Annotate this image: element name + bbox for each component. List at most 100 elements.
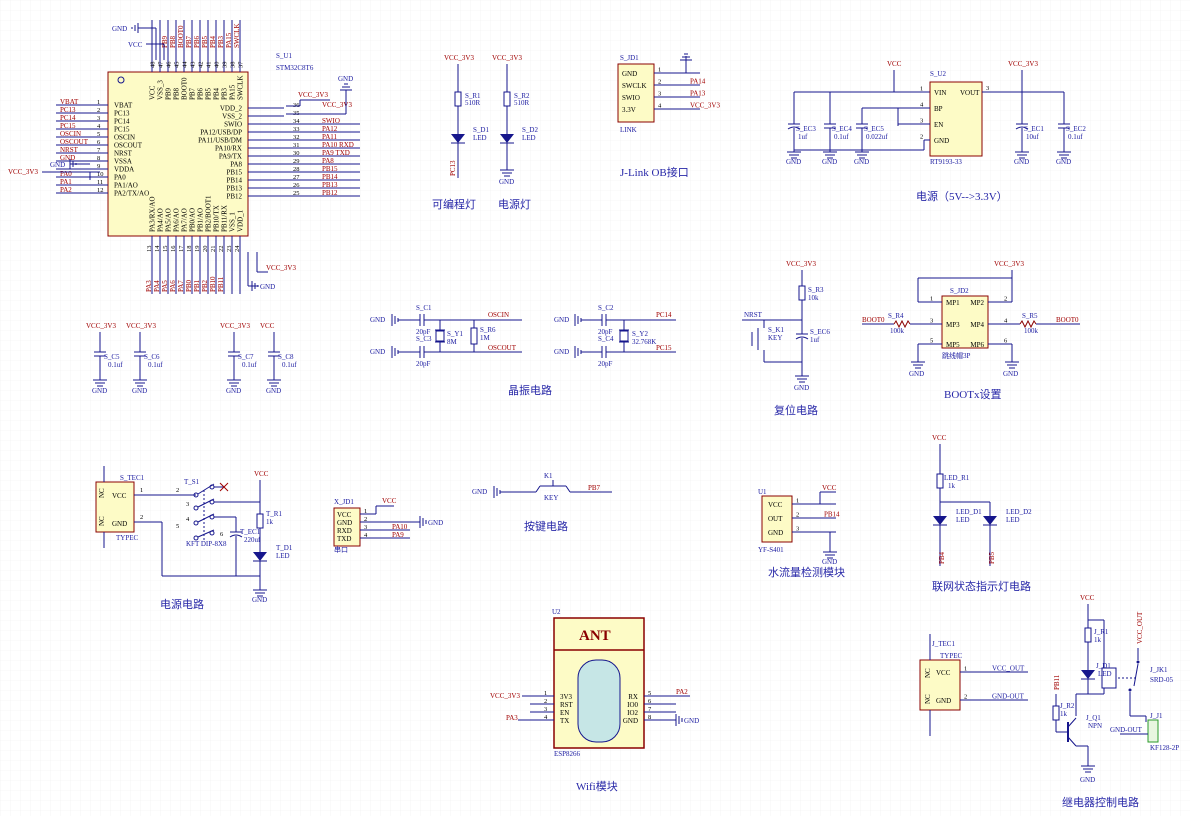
rp-net: VCC_OUT (992, 665, 1025, 673)
relay-r1-ref: J_R1 (1094, 628, 1109, 636)
mcu-pin-bottom-name: PB1/AO (197, 208, 205, 232)
y2-val: 32.768K (632, 338, 656, 346)
mcu-pin-top-num: 45 (174, 62, 181, 69)
decap-ref: S_C5 (104, 353, 120, 361)
wifi-ref: U2 (552, 608, 561, 616)
wifi-pin-name: IO2 (627, 709, 638, 717)
mcu-net-top: SWCLK (233, 24, 241, 49)
jlink-net: PA13 (690, 90, 706, 98)
boot-jumper-body[interactable] (941, 295, 989, 349)
psu-sw-ref: T_S1 (184, 478, 200, 486)
reg-pin-num: 4 (920, 102, 924, 109)
jlink-net: VCC_3V3 (690, 102, 720, 110)
wifi-pin-name: TX (560, 717, 569, 725)
c3-val: 20pF (416, 360, 431, 368)
reg-pin-name: VIN (934, 89, 946, 97)
relay-title: 继电器控制电路 (1062, 795, 1139, 809)
decap-supply: VCC_3V3 (86, 322, 116, 330)
c4-ref: S_C4 (598, 335, 614, 343)
mcu-net-bottom: PB0 (185, 279, 193, 292)
relay-j1-terminal[interactable] (1147, 719, 1159, 743)
netled-d1[interactable] (933, 516, 947, 525)
mcu-net-right: PB15 (322, 165, 338, 173)
crystal-gnd-2: GND (370, 348, 385, 356)
decoupling-caps: VCC_3V3GNDS_C50.1ufVCC_3V3GNDS_C60.1ufVC… (86, 322, 297, 395)
netled-d2[interactable] (983, 516, 997, 525)
mcu-pin-bottom-name: PA6/AO (173, 208, 181, 232)
flow-body[interactable] (761, 495, 793, 543)
mcu-body[interactable] (107, 71, 249, 237)
crystal-y1[interactable] (435, 330, 445, 342)
reg-pin-num: 2 (920, 134, 923, 141)
crystal-gnd-1: GND (370, 316, 385, 324)
crystal-gnd-4: GND (554, 348, 569, 356)
mcu-net-bottom: PB1 (193, 279, 201, 292)
decap-val: 0.1uf (108, 361, 123, 369)
mcu-pin-left-num: 8 (97, 155, 100, 162)
led-prog-diode[interactable] (451, 134, 465, 143)
netled-supply: VCC (932, 434, 947, 442)
mcu-pin-bottom-name: PB2/BOOT1 (205, 195, 213, 232)
mcu-pin-left-num: 2 (97, 107, 100, 114)
reset-r-val: 10k (808, 294, 819, 302)
psu-typec-body[interactable] (95, 481, 135, 533)
jlink-body[interactable] (617, 63, 655, 123)
psu-nc-2: NC (98, 516, 106, 526)
crystal-net-in: OSCIN (488, 311, 509, 319)
jlink-pin-name: 3.3V (622, 106, 636, 114)
wifi-pin-num: 7 (648, 706, 652, 713)
mcu-pin-right-num: 33 (293, 126, 300, 133)
reset-gnd: GND (794, 384, 809, 392)
xjd1-net: PA10 (392, 523, 408, 531)
psu-dip-switch[interactable] (193, 483, 215, 541)
mcu-pin-top-num: 42 (198, 62, 205, 69)
y1-ref: S_Y1 (447, 330, 463, 338)
xjd1-net: GND (428, 519, 443, 527)
boot-r5-ref: S_R5 (1022, 312, 1038, 320)
mcu-pin-left-name: NRST (114, 150, 133, 158)
relay-coil[interactable] (1101, 667, 1117, 689)
led-power-r-val: 510R (514, 99, 530, 107)
relay-d1[interactable] (1081, 670, 1095, 679)
mcu-net-bottom: PB11 (217, 276, 225, 292)
mcu-net-right: VCC_3V3 (322, 101, 352, 109)
mcu-net-top: PB3 (217, 35, 225, 48)
led-power-title: 电源灯 (498, 197, 531, 211)
psu-led[interactable] (253, 552, 267, 561)
rp-body[interactable] (919, 659, 961, 711)
regulator-body[interactable] (929, 81, 983, 157)
mcu-pin-top-name: PB7 (189, 87, 197, 100)
mcu-pin-top-num: 41 (206, 62, 213, 69)
xjd1-body[interactable] (333, 507, 361, 547)
relay-circuit: VCC J_R1 1k J_D1 LED J_JK1 SRD-05 VCC_OU… (1052, 594, 1179, 809)
mcu-pin-left-num: 12 (97, 187, 104, 194)
led-power-diode[interactable] (500, 134, 514, 143)
reg-pin-num: 1 (920, 86, 923, 93)
decap-supply: VCC_3V3 (220, 322, 250, 330)
led-prog-r-ref: S_R1 (465, 92, 481, 100)
mcu-pin-left-name: VDDA (114, 166, 134, 174)
xjd1-val: 串口 (334, 546, 348, 554)
mcu-net-left: PA0 (60, 170, 72, 178)
boot-pin-name: MP2 (970, 299, 984, 307)
crystal-y2[interactable] (619, 330, 629, 342)
mcu-part: STM32C8T6 (276, 64, 314, 72)
mcu-net-bottom: PA4 (153, 280, 161, 292)
mcu-net-left: PC14 (60, 114, 76, 122)
decap-supply: VCC_3V3 (126, 322, 156, 330)
power-cap-gnd: GND (1014, 158, 1029, 166)
mcu-net-right: SWIO (322, 117, 340, 125)
mcu-gnd-bottom-label: GND (260, 283, 275, 291)
reg-pin-name: GND (934, 137, 949, 145)
wifi-pin-name: EN (560, 709, 569, 717)
relay-d1-val: LED (1098, 670, 1112, 678)
mcu-pin-left-num: 4 (97, 123, 101, 130)
flow-pin-num: 1 (796, 498, 799, 505)
mcu-pin-bottom-num: 15 (162, 246, 169, 253)
flow-title: 水流量检测模块 (768, 565, 845, 579)
key-net: PB7 (588, 484, 601, 492)
mcu-pin-bottom-num: 22 (218, 246, 225, 253)
crystal-net-14: PC14 (656, 311, 672, 319)
mcu-pin-bottom-name: PA7/AO (181, 208, 189, 232)
